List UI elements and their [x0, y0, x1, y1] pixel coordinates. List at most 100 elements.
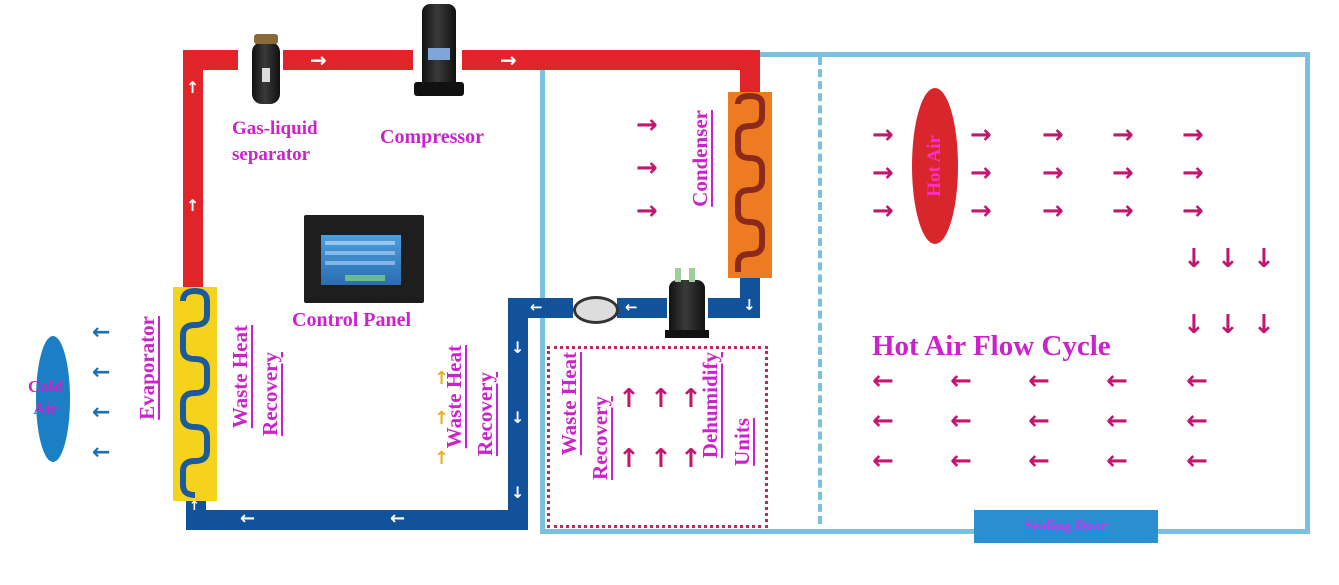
waste-heat-recovery-label-3b: Recovery [588, 396, 612, 480]
flow-arrow-down: ↓ [511, 408, 525, 427]
cold-pipe-to-expansion [708, 298, 760, 318]
waste-heat-recovery-label-1a: Waste Heat [228, 325, 252, 429]
waste-heat-recovery-label-2a: Waste Heat [442, 345, 466, 449]
hot-air-down-arrow: ↓ [1253, 310, 1275, 340]
hot-air-left-arrow: ← [1028, 366, 1050, 396]
dehumidify-air-arrow: ↑ [680, 384, 702, 414]
hot-air-right-arrow: → [970, 120, 992, 150]
sealing-door-label: Sealing Door [1024, 518, 1108, 534]
hot-air-left-arrow: ← [1028, 446, 1050, 476]
flow-arrow-up: ↑ [186, 196, 200, 215]
flow-arrow-left: ← [530, 298, 543, 316]
hot-pipe-compressor-condenser [462, 50, 760, 70]
evaporator-label: Evaporator [135, 316, 159, 420]
label-line: Gas-liquid [232, 118, 318, 139]
flow-arrow-left: ← [240, 508, 256, 529]
label-line: separator [232, 144, 311, 165]
dehumidify-air-arrow: ↑ [650, 384, 672, 414]
condenser-label: Condenser [688, 110, 712, 207]
hot-air-right-arrow: → [1042, 196, 1064, 226]
flow-arrow-right: → [500, 48, 517, 72]
hot-air-label: Hot Air [912, 88, 958, 244]
dehumidify-air-arrow: ↑ [680, 444, 702, 474]
drying-room-outline [540, 52, 1310, 534]
label-line: Air [33, 399, 58, 418]
hot-pipe-separator-compressor [283, 50, 413, 70]
hot-air-right-arrow: → [1042, 158, 1064, 188]
flow-arrow-down: ↓ [511, 338, 525, 357]
condenser-air-arrow: → [636, 153, 658, 183]
flow-arrow-down: ↓ [511, 483, 525, 502]
hot-pipe-condenser-drop [740, 50, 760, 92]
flow-arrow-left: ← [625, 298, 638, 316]
flow-arrow-down: ↓ [743, 296, 756, 314]
cold-air-arrow: ← [92, 400, 111, 425]
filter-drier-icon [573, 296, 619, 324]
gas-liquid-separator-icon [252, 34, 280, 104]
hot-air-ellipse [912, 88, 958, 244]
hot-air-left-arrow: ← [1186, 446, 1208, 476]
condenser-air-arrow: → [636, 110, 658, 140]
cold-air-ellipse [36, 336, 70, 462]
hot-air-down-arrow: ↓ [1183, 244, 1205, 274]
hot-air-flow-cycle-title: Hot Air Flow Cycle [872, 330, 1111, 362]
waste-heat-arrow: ↑ [434, 448, 450, 469]
dehumidify-unit-box [547, 346, 768, 528]
hot-air-left-arrow: ← [872, 446, 894, 476]
cold-pipe-bottom [186, 510, 528, 530]
dehumidify-air-arrow: ↑ [618, 444, 640, 474]
hot-air-left-arrow: ← [1106, 366, 1128, 396]
cold-air-label: Cold Air [28, 376, 63, 420]
hot-air-left-arrow: ← [950, 366, 972, 396]
hot-air-left-arrow: ← [1106, 446, 1128, 476]
hot-air-right-arrow: → [970, 196, 992, 226]
hot-air-right-arrow: → [1112, 196, 1134, 226]
dehumidify-air-arrow: ↑ [650, 444, 672, 474]
hot-air-right-arrow: → [970, 158, 992, 188]
auxiliary-compressor-icon [665, 268, 709, 338]
flow-arrow-up: ↑ [186, 78, 200, 97]
flow-arrow-right: → [310, 48, 327, 72]
hot-air-right-arrow: → [872, 120, 894, 150]
waste-heat-arrow: ↑ [434, 368, 450, 389]
cold-air-arrow: ← [92, 360, 111, 385]
waste-heat-recovery-label-2b: Recovery [473, 372, 497, 456]
evaporator-coil-icon [173, 287, 217, 501]
condenser-air-arrow: → [636, 196, 658, 226]
hot-air-down-arrow: ↓ [1217, 244, 1239, 274]
waste-heat-arrow: ↑ [434, 408, 450, 429]
dehumidify-air-arrow: ↑ [618, 384, 640, 414]
waste-heat-recovery-label-3a: Waste Heat [557, 352, 581, 456]
hot-air-left-arrow: ← [1106, 406, 1128, 436]
hot-air-left-arrow: ← [1186, 366, 1208, 396]
flow-arrow-up: ↑ [189, 499, 200, 514]
sealing-door-button[interactable]: Sealing Door [974, 510, 1158, 543]
label-line: Cold [28, 377, 63, 396]
control-panel-screen[interactable] [321, 235, 401, 285]
cold-pipe-to-evaporator [186, 498, 206, 530]
hot-air-right-arrow: → [872, 196, 894, 226]
condenser-coil-icon [728, 92, 772, 278]
hot-air-right-arrow: → [1182, 120, 1204, 150]
hot-air-left-arrow: ← [950, 446, 972, 476]
flow-arrow-left: ← [390, 508, 406, 529]
control-panel-label: Control Panel [292, 309, 412, 331]
control-panel-device[interactable] [304, 215, 424, 303]
hot-pipe-left-vertical [183, 50, 203, 290]
hot-air-right-arrow: → [872, 158, 894, 188]
hot-air-text: Hot Air [924, 135, 945, 197]
hot-air-left-arrow: ← [1186, 406, 1208, 436]
hot-air-right-arrow: → [1112, 120, 1134, 150]
dehumidify-label-a: Dehumidify [698, 352, 722, 459]
hot-air-down-arrow: ↓ [1253, 244, 1275, 274]
hot-air-right-arrow: → [1112, 158, 1134, 188]
hot-air-left-arrow: ← [872, 406, 894, 436]
compressor-icon [414, 4, 464, 96]
cold-air-arrow: ← [92, 320, 111, 345]
hot-air-right-arrow: → [1042, 120, 1064, 150]
hot-pipe-top-left [183, 50, 238, 70]
hot-air-right-arrow: → [1182, 196, 1204, 226]
cold-pipe-expansion-filter [617, 298, 667, 318]
gas-liquid-separator-label: Gas-liquid separator [232, 116, 318, 168]
hot-air-left-arrow: ← [1028, 406, 1050, 436]
